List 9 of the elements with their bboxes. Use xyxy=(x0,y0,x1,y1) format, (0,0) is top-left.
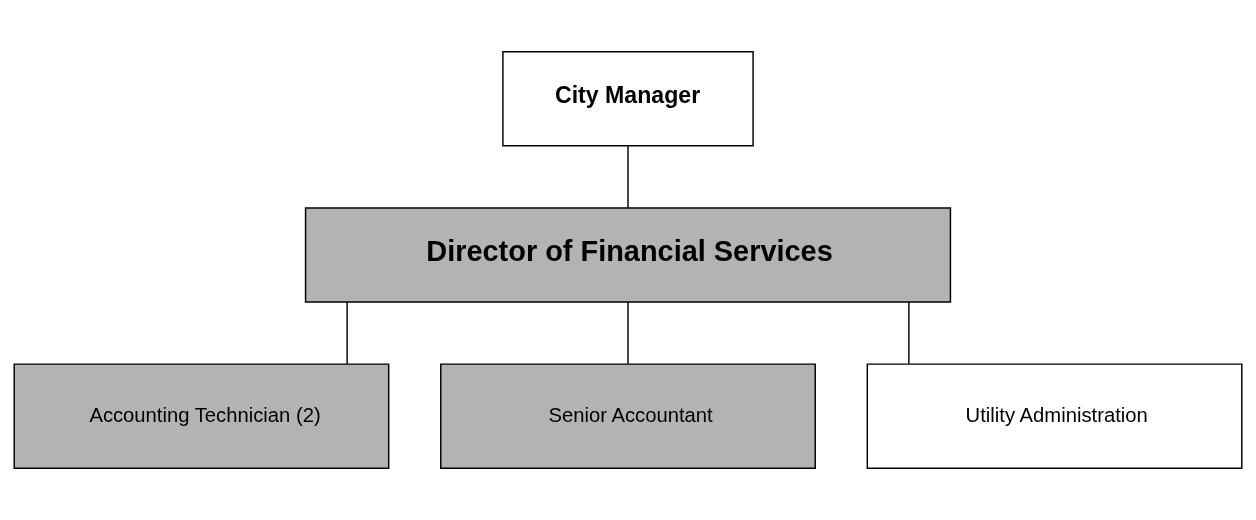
connector xyxy=(346,301,348,365)
node-box: Utility Administration xyxy=(866,363,1243,469)
node-box: Accounting Technician (2) xyxy=(13,363,390,469)
connector xyxy=(627,301,629,365)
connector xyxy=(908,301,910,365)
node-box: City Manager xyxy=(502,51,754,147)
connector xyxy=(627,145,629,209)
node-box: Senior Accountant xyxy=(440,363,816,469)
node-box: Director of Financial Services xyxy=(304,207,952,303)
